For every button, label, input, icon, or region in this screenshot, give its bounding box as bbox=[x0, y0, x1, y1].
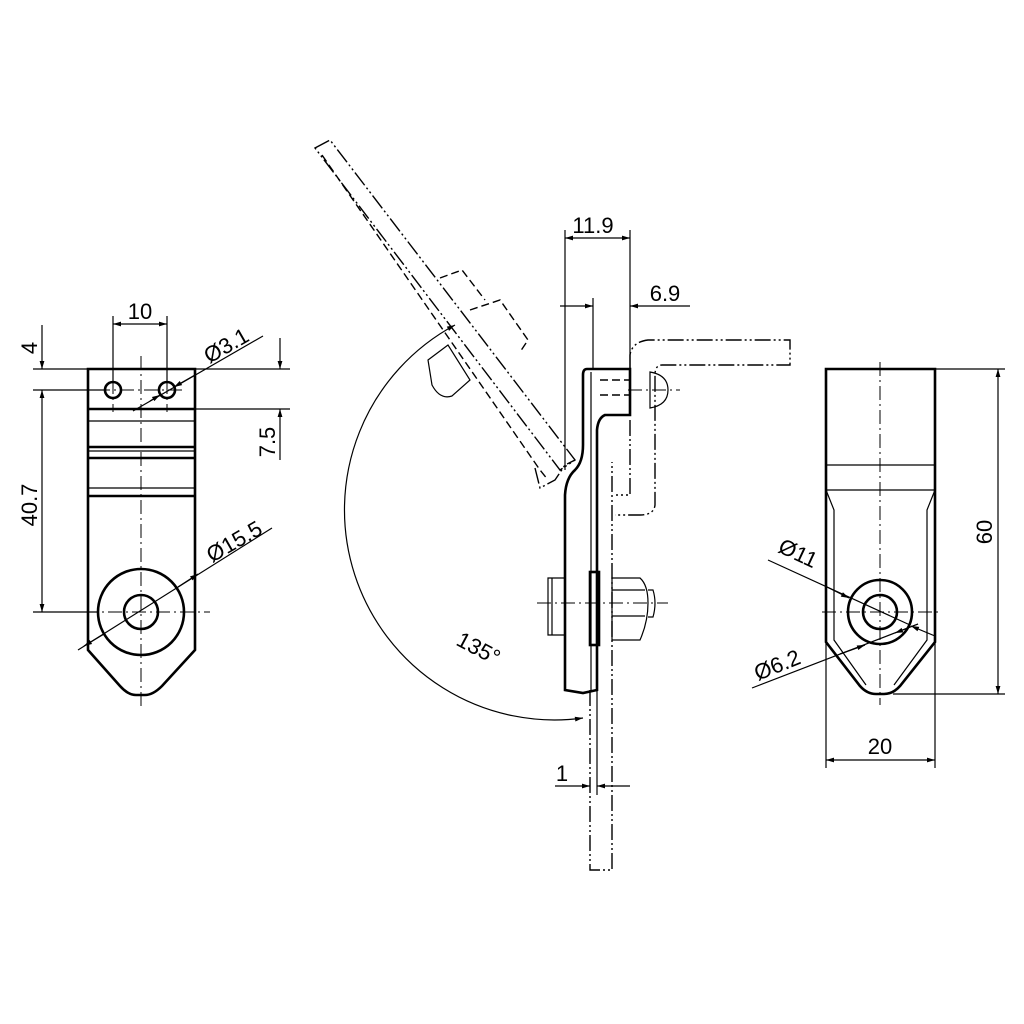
dim-offset: 6.9 bbox=[650, 281, 681, 306]
right-view: 60 20 Ø11 Ø6.2 bbox=[750, 362, 1005, 768]
dim-swing-angle: 135° bbox=[453, 627, 505, 670]
dim-block-height: 7.5 bbox=[255, 427, 280, 458]
right-body-outline bbox=[824, 367, 937, 696]
dim-center-distance: 40.7 bbox=[17, 484, 42, 527]
nut bbox=[611, 577, 649, 641]
panel-phantom bbox=[589, 462, 613, 871]
latch-phantom bbox=[615, 339, 791, 516]
rotated-position-phantom bbox=[313, 139, 577, 490]
pin-head bbox=[649, 371, 669, 409]
dim-hole-spacing: 10 bbox=[128, 299, 152, 324]
dim-width: 20 bbox=[868, 734, 892, 759]
washer bbox=[588, 570, 601, 647]
dim-top-offset: 4 bbox=[17, 342, 42, 354]
bolt-end bbox=[648, 589, 656, 618]
dim-boss-diameter: Ø15.5 bbox=[202, 516, 266, 568]
side-view: 11.9 6.9 135° 1 bbox=[313, 139, 791, 871]
dim-thickness: 1 bbox=[556, 761, 568, 786]
bolt-head bbox=[547, 577, 566, 636]
dim-height: 60 bbox=[972, 520, 997, 544]
dim-outer-diameter: Ø11 bbox=[775, 533, 822, 573]
dim-overall-depth: 11.9 bbox=[572, 213, 613, 238]
dim-hole-diameter: Ø3.1 bbox=[199, 323, 253, 369]
dim-bore-diameter: Ø6.2 bbox=[750, 645, 804, 686]
angle-arc bbox=[343, 324, 584, 722]
left-view: 10 4 40.7 7.5 Ø3.1 Ø15.5 bbox=[17, 299, 290, 708]
left-body-outline bbox=[86, 367, 197, 697]
